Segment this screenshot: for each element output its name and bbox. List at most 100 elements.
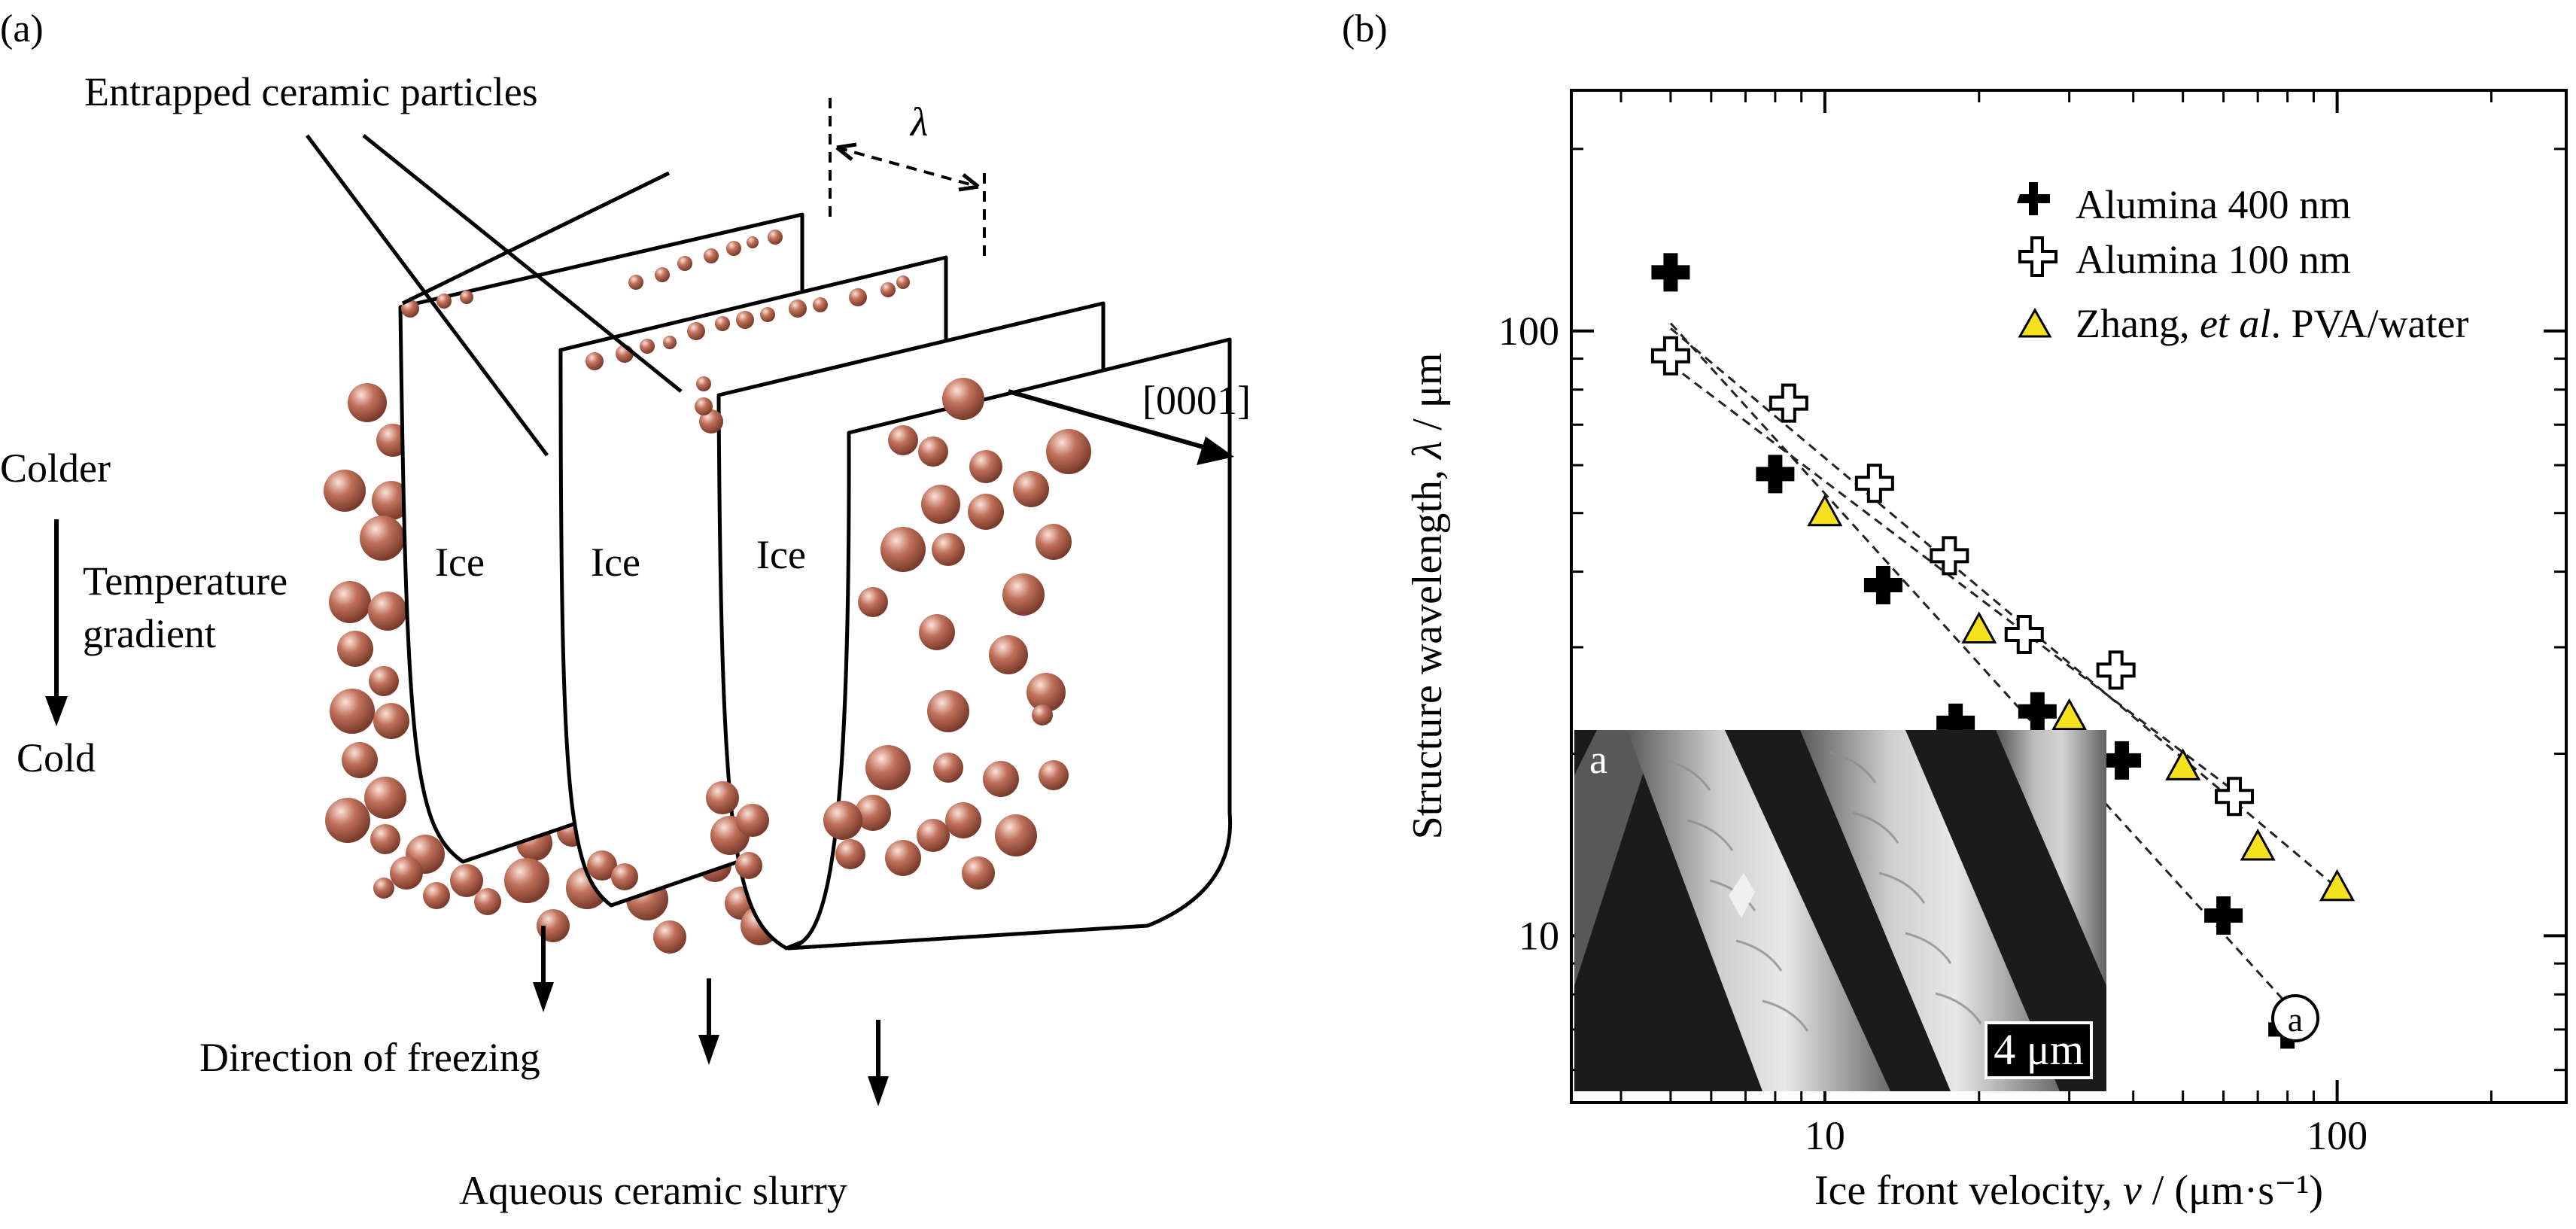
ceramic-particle — [628, 275, 643, 290]
ceramic-particle — [370, 824, 400, 854]
data-point-series-2 — [2319, 869, 2356, 902]
c-axis-arrowhead — [1197, 437, 1234, 465]
ceramic-particle — [736, 311, 754, 329]
cold-label: Cold — [17, 735, 96, 780]
ceramic-particle — [880, 527, 926, 572]
ceramic-particle — [423, 882, 450, 909]
ceramic-particle — [896, 275, 910, 289]
freezing-direction-label: Direction of freezing — [199, 1035, 540, 1080]
panel-a-label: (a) — [0, 8, 44, 50]
ceramic-particle — [942, 378, 984, 420]
ceramic-particle — [653, 920, 686, 954]
inset-reference-label: a — [2288, 1000, 2303, 1039]
data-point-series-2 — [2165, 748, 2201, 780]
data-point-series-1 — [1930, 536, 1969, 576]
ceramic-particle — [695, 397, 713, 415]
data-point-series-1 — [1854, 464, 1894, 503]
ceramic-particle — [933, 753, 963, 783]
ceramic-particle — [364, 777, 406, 819]
ceramic-particle — [436, 294, 452, 309]
ceramic-particle — [989, 635, 1028, 674]
ceramic-particle — [747, 236, 759, 248]
ceramic-particle — [706, 781, 739, 814]
ceramic-particle — [474, 888, 501, 915]
scale-bar: 4 μm — [1984, 1021, 2093, 1079]
ceramic-particle — [390, 856, 423, 890]
legend-marker-alumina-400 — [2017, 182, 2050, 215]
ceramic-particle — [663, 336, 677, 349]
sem-inset-image: a 4 μm — [1574, 730, 2106, 1091]
ceramic-particle — [945, 802, 981, 838]
x-axis-title: Ice front velocity, v / (μm·s⁻¹) — [1814, 1167, 2323, 1214]
data-points — [1650, 253, 2356, 1049]
ice-label-1: Ice — [435, 540, 485, 585]
ceramic-particle — [921, 485, 960, 524]
ice-lamellae — [398, 212, 1233, 951]
ceramic-particle — [360, 516, 405, 561]
data-point-series-1 — [2004, 614, 2044, 654]
ceramic-particle — [504, 858, 549, 903]
data-point-series-2 — [2240, 828, 2276, 861]
ceramic-particle — [325, 798, 370, 843]
ceramic-particle — [835, 839, 865, 869]
ceramic-particle — [789, 300, 807, 318]
ceramic-particle — [330, 689, 375, 734]
data-point-series-1 — [1769, 383, 1808, 423]
ceramic-particle — [324, 470, 366, 512]
lambda-symbol: λ — [909, 99, 928, 144]
ceramic-particle — [760, 307, 775, 322]
legend-marker-zhang — [2018, 307, 2052, 338]
ceramic-particle — [372, 481, 411, 520]
ceramic-particle — [611, 863, 638, 890]
ceramic-particle — [329, 581, 371, 623]
data-point-series-0 — [2204, 896, 2243, 935]
ceramic-particle — [888, 425, 918, 455]
ceramic-particle — [968, 494, 1004, 530]
ceramic-particle — [640, 339, 655, 354]
entrapped-particles-label: Entrapped ceramic particles — [84, 69, 538, 114]
ceramic-particle — [704, 248, 719, 263]
ceramic-particle — [1046, 429, 1091, 474]
ceramic-particle — [855, 795, 891, 831]
ceramic-particle — [726, 241, 741, 256]
ceramic-particles-front — [401, 230, 1091, 890]
x-tick-label: 100 — [2307, 1113, 2368, 1158]
y-axis-title: Structure wavelength, λ / μm — [1404, 353, 1451, 840]
data-point-series-1 — [2215, 777, 2255, 817]
ceramic-particle — [450, 864, 483, 897]
y-tick-label: 100 — [1498, 309, 1559, 354]
ceramic-particle — [885, 840, 921, 876]
data-point-series-2 — [1961, 611, 1997, 643]
ceramic-particle — [1026, 673, 1066, 712]
ceramic-particle — [677, 256, 692, 271]
ceramic-particle — [687, 322, 705, 340]
ceramic-particle — [368, 592, 407, 631]
crystal-direction-label: [0001] — [1142, 378, 1251, 423]
lambda-dimension — [829, 98, 986, 263]
ceramic-particle — [995, 814, 1037, 856]
ceramic-particle — [373, 703, 409, 739]
ceramic-particle — [736, 804, 769, 837]
ceramic-particle — [715, 316, 730, 331]
data-point-series-1 — [2096, 650, 2136, 690]
ceramic-particle — [460, 291, 473, 304]
ceramic-particle — [585, 352, 604, 370]
fit-line — [1669, 322, 2289, 1005]
ceramic-particle — [983, 761, 1019, 797]
legend: Alumina 400 nm Alumina 100 nm Zhang, et … — [2017, 182, 2468, 346]
data-point-series-0 — [1863, 565, 1902, 604]
gradient-arrowhead — [45, 696, 68, 726]
data-point-series-2 — [1807, 494, 1843, 527]
x-tick-label: 10 — [1805, 1113, 1845, 1158]
ceramic-particle — [813, 297, 828, 312]
legend-marker-alumina-100 — [2018, 236, 2057, 277]
ceramic-particle — [1036, 524, 1072, 560]
ceramic-particle — [655, 267, 670, 282]
ceramic-particle — [865, 745, 911, 790]
gradient-label-2: gradient — [83, 611, 216, 656]
ceramic-particle — [823, 801, 862, 840]
ice-label-2: Ice — [591, 540, 640, 585]
data-point-series-2 — [2051, 698, 2088, 731]
